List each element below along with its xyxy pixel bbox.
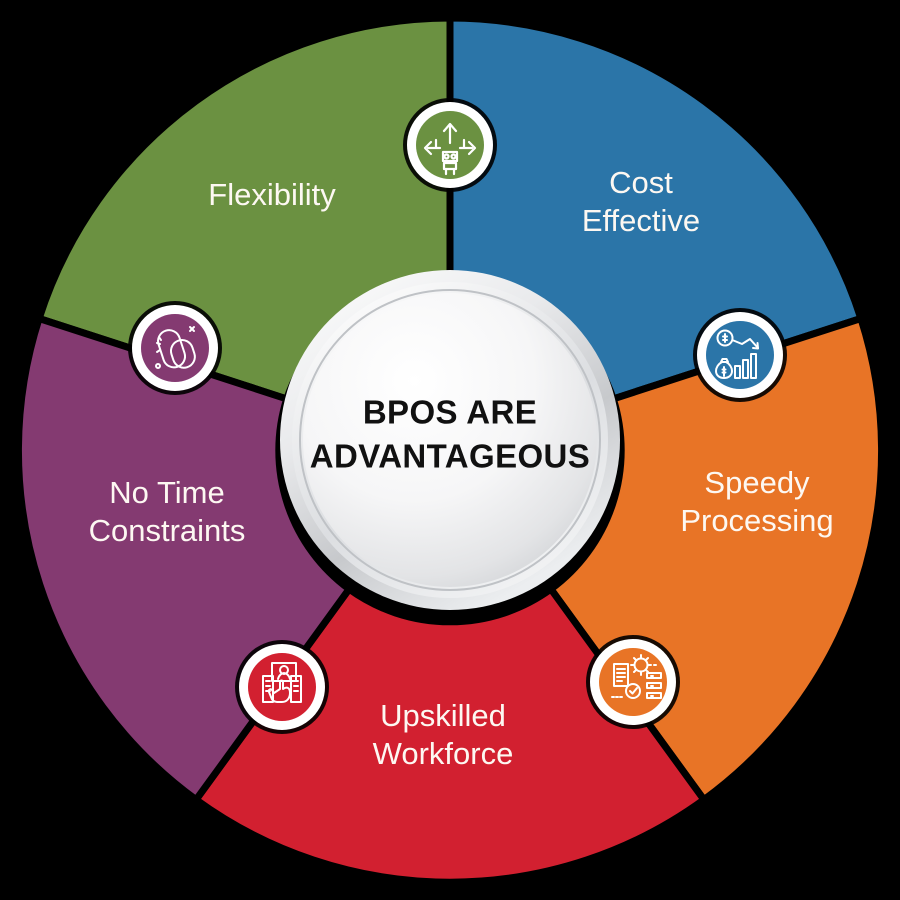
- segment-cost-effective[interactable]: Cost Effective: [446, 14, 865, 403]
- segment-upskilled-workforce-label-line2: Workforce: [373, 736, 514, 771]
- segment-cost-effective-label-line1: Cost: [609, 165, 673, 200]
- center-hub: BPOS ARE ADVANTAGEOUS: [280, 270, 620, 610]
- center-ring-line: [299, 289, 601, 591]
- process-automation-gear-icon: [611, 643, 662, 699]
- segment-cost-effective-label-line2: Effective: [582, 203, 700, 238]
- training-hand-screen-icon: [262, 662, 302, 703]
- segment-speedy-processing-label-line1: Speedy: [704, 465, 810, 500]
- center-title-line1: BPOS ARE: [363, 394, 537, 431]
- segment-no-time-constraints-label-line2: Constraints: [89, 513, 246, 548]
- icon-badge-flexibility[interactable]: [403, 98, 497, 192]
- icon-badge-upskilled-workforce[interactable]: [235, 640, 329, 734]
- center-disc: [303, 293, 597, 587]
- segment-upskilled-workforce-label-line1: Upskilled: [380, 698, 506, 733]
- segment-speedy-processing-label-line2: Processing: [680, 503, 833, 538]
- segment-no-time-constraints-label-line1: No Time: [109, 475, 224, 510]
- cost-reduction-chart-icon: [715, 329, 759, 379]
- person-three-arrows-icon: [423, 122, 477, 176]
- infinity-always-on-icon: [155, 326, 196, 369]
- icon-badge-no-time-constraints[interactable]: [128, 301, 222, 395]
- icon-badge-cost-effective[interactable]: [693, 308, 787, 402]
- segment-upskilled-workforce-wedge[interactable]: [192, 585, 708, 886]
- segment-upskilled-workforce[interactable]: Upskilled Workforce: [192, 585, 708, 886]
- center-title-line2: ADVANTAGEOUS: [310, 438, 590, 475]
- icon-badge-speedy-processing[interactable]: [586, 635, 680, 729]
- segment-flexibility-label: Flexibility: [208, 177, 336, 212]
